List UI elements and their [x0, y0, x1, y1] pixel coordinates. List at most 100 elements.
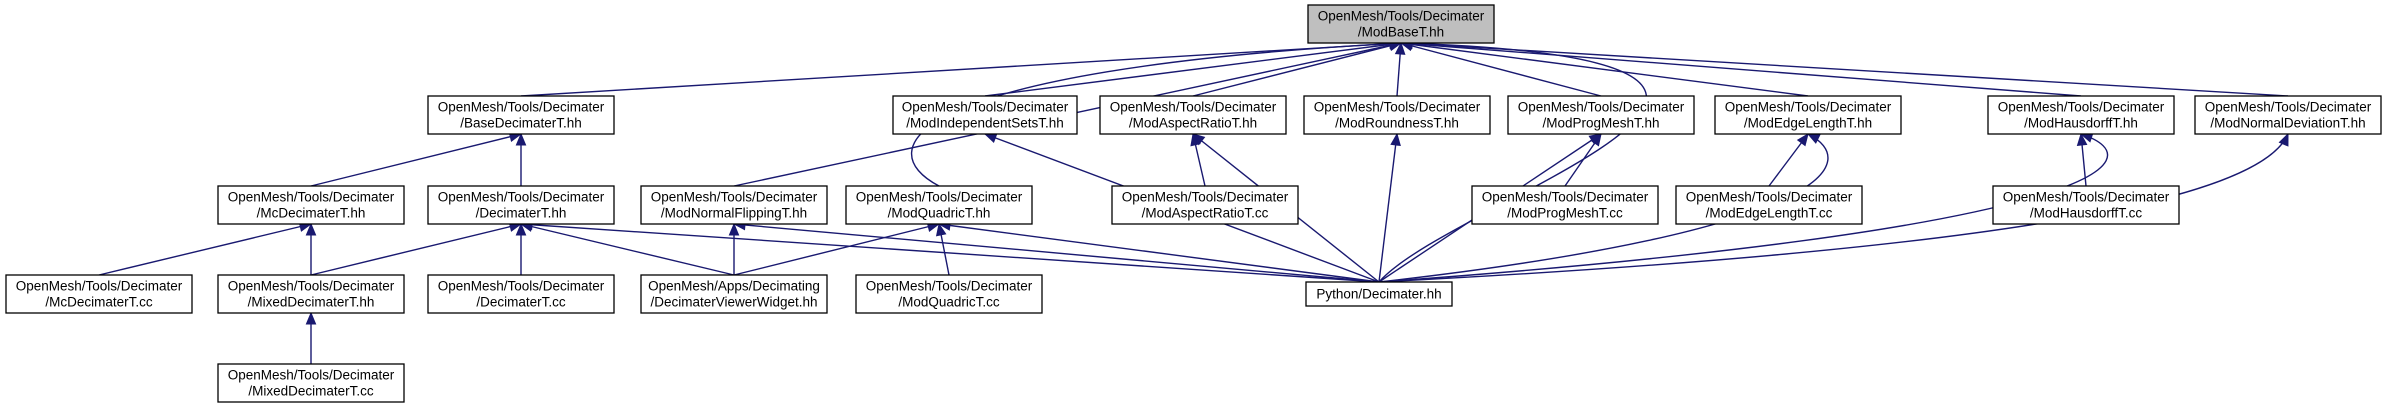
arrow-head	[1191, 133, 1206, 146]
edge-line	[310, 133, 522, 187]
node-modbase[interactable]: OpenMesh/Tools/Decimater/ModBaseT.hh	[1307, 4, 1495, 44]
edge-viewer-to-dec	[519, 221, 735, 276]
edge-dec-to-basedec	[515, 132, 527, 186]
arrow-head	[1394, 41, 1406, 55]
node-box	[1987, 95, 2175, 135]
edge-line	[733, 223, 940, 276]
edge-line	[98, 223, 312, 276]
edge-line	[520, 223, 1380, 283]
node-viewer[interactable]: OpenMesh/Apps/Decimating/DecimaterViewer…	[640, 274, 828, 314]
node-modquadric[interactable]: OpenMesh/Tools/Decimater/ModQuadricT.hh	[845, 185, 1033, 225]
arrow-head	[2076, 132, 2088, 146]
node-label-line: OpenMesh/Tools/Decimater	[902, 100, 1069, 115]
node-label-line: /ModNormalDeviationT.hh	[2210, 116, 2365, 131]
node-modnormdev[interactable]: OpenMesh/Tools/Decimater/ModNormalDeviat…	[2194, 95, 2382, 135]
node-label-line: /ModQuadricT.cc	[898, 295, 1000, 310]
node-modnormflip[interactable]: OpenMesh/Tools/Decimater/ModNormalFlippi…	[640, 185, 828, 225]
node-label-line: /DecimaterViewerWidget.hh	[650, 295, 817, 310]
node-dec[interactable]: OpenMesh/Tools/Decimater/DecimaterT.hh	[427, 185, 615, 225]
node-label-line: OpenMesh/Tools/Decimater	[1318, 9, 1485, 24]
node-modhaus[interactable]: OpenMesh/Tools/Decimater/ModHausdorffT.h…	[1987, 95, 2175, 135]
node-label-line: OpenMesh/Tools/Decimater	[228, 279, 395, 294]
arrow-head	[728, 222, 740, 236]
node-label-line: /MixedDecimaterT.cc	[248, 384, 374, 399]
node-label-line: /ModProgMeshT.hh	[1542, 116, 1659, 131]
node-label-line: OpenMesh/Tools/Decimater	[2003, 190, 2170, 205]
node-label-line: OpenMesh/Tools/Decimater	[438, 279, 605, 294]
node-box	[2194, 95, 2382, 135]
arrow-head	[305, 222, 317, 236]
node-label-line: OpenMesh/Tools/Decimater	[1482, 190, 1649, 205]
edge-line	[733, 223, 1380, 283]
node-mixeddeccc[interactable]: OpenMesh/Tools/Decimater/MixedDecimaterT…	[217, 363, 405, 403]
edge-mcdec-to-basedec	[310, 131, 523, 187]
node-label-line: OpenMesh/Tools/Decimater	[1518, 100, 1685, 115]
node-box	[427, 185, 615, 225]
node-box	[427, 95, 615, 135]
node-deccc[interactable]: OpenMesh/Tools/Decimater/DecimaterT.cc	[427, 274, 615, 314]
arrow-head	[515, 222, 527, 236]
node-label-line: OpenMesh/Tools/Decimater	[866, 279, 1033, 294]
edge-modquadriccc-to-modquadric	[935, 222, 950, 276]
edge-line	[1400, 42, 2289, 97]
edge-deccc-to-dec	[515, 222, 527, 275]
node-box	[217, 274, 405, 314]
node-label-line: OpenMesh/Tools/Decimater	[228, 190, 395, 205]
node-modedgecc[interactable]: OpenMesh/Tools/Decimater/ModEdgeLengthT.…	[1675, 185, 1863, 225]
node-label-line: /ModEdgeLengthT.cc	[1706, 206, 1833, 221]
node-label-line: /ModHausdorffT.cc	[2030, 206, 2143, 221]
node-label-line: OpenMesh/Tools/Decimater	[1110, 100, 1277, 115]
node-box	[1307, 4, 1495, 44]
node-box	[1992, 185, 2180, 225]
node-modprogcc[interactable]: OpenMesh/Tools/Decimater/ModProgMeshT.cc	[1471, 185, 1659, 225]
edge-modedgecc-to-modedge	[1768, 132, 1809, 187]
node-layer: OpenMesh/Tools/Decimater/ModBaseT.hhOpen…	[5, 4, 2382, 403]
node-box	[892, 95, 1078, 135]
node-modprog[interactable]: OpenMesh/Tools/Decimater/ModProgMeshT.hh	[1507, 95, 1695, 135]
node-label-line: /ModNormalFlippingT.hh	[661, 206, 807, 221]
node-label-line: /ModRoundnessT.hh	[1335, 116, 1459, 131]
node-label-line: /ModQuadricT.hh	[888, 206, 991, 221]
node-modaspectcc[interactable]: OpenMesh/Tools/Decimater/ModAspectRatioT…	[1111, 185, 1299, 225]
node-label-line: OpenMesh/Tools/Decimater	[1998, 100, 2165, 115]
node-box	[217, 363, 405, 403]
edge-python-to-modround	[1378, 132, 1401, 283]
node-modaspect[interactable]: OpenMesh/Tools/Decimater/ModAspectRatioT…	[1099, 95, 1287, 135]
node-label-line: /McDecimaterT.hh	[257, 206, 366, 221]
arrow-head	[1796, 132, 1809, 147]
arrow-head	[935, 222, 947, 237]
node-box	[1305, 281, 1453, 307]
edge-line	[1400, 42, 1809, 97]
edge-line	[1400, 42, 1602, 97]
arrow-head	[1588, 133, 1603, 145]
node-label-line: /ModBaseT.hh	[1358, 25, 1444, 40]
edge-python-to-modbase	[1378, 38, 1648, 283]
node-box	[1099, 95, 1287, 135]
node-modhauscc[interactable]: OpenMesh/Tools/Decimater/ModHausdorffT.c…	[1992, 185, 2180, 225]
node-label-line: /DecimaterT.cc	[476, 295, 566, 310]
node-label-line: OpenMesh/Tools/Decimater	[1725, 100, 1892, 115]
edge-mcdeccc-to-mcdec	[98, 221, 313, 276]
edge-line	[938, 223, 1380, 283]
node-modquadriccc[interactable]: OpenMesh/Tools/Decimater/ModQuadricT.cc	[855, 274, 1043, 314]
node-modindep[interactable]: OpenMesh/Tools/Decimater/ModIndependentS…	[892, 95, 1078, 135]
node-label-line: /ModIndependentSetsT.hh	[906, 116, 1064, 131]
arrow-head	[305, 311, 317, 325]
node-label-line: /McDecimaterT.cc	[45, 295, 153, 310]
node-box	[5, 274, 193, 314]
node-mcdeccc[interactable]: OpenMesh/Tools/Decimater/McDecimaterT.cc	[5, 274, 193, 314]
node-label-line: OpenMesh/Tools/Decimater	[651, 190, 818, 205]
node-box	[1675, 185, 1863, 225]
edge-viewer-to-modquadric	[733, 221, 941, 276]
node-box	[217, 185, 405, 225]
node-label-line: /ModAspectRatioT.hh	[1129, 116, 1257, 131]
arrow-head	[1806, 133, 1821, 144]
node-label-line: OpenMesh/Tools/Decimater	[16, 279, 183, 294]
node-mixeddec[interactable]: OpenMesh/Tools/Decimater/MixedDecimaterT…	[217, 274, 405, 314]
node-mcdec[interactable]: OpenMesh/Tools/Decimater/McDecimaterT.hh	[217, 185, 405, 225]
node-basedec[interactable]: OpenMesh/Tools/Decimater/BaseDecimaterT.…	[427, 95, 615, 135]
node-python[interactable]: Python/Decimater.hh	[1305, 281, 1453, 307]
node-modedge[interactable]: OpenMesh/Tools/Decimater/ModEdgeLengthT.…	[1714, 95, 1902, 135]
node-modround[interactable]: OpenMesh/Tools/Decimater/ModRoundnessT.h…	[1303, 95, 1491, 135]
node-label-line: /ModHausdorffT.hh	[2024, 116, 2138, 131]
